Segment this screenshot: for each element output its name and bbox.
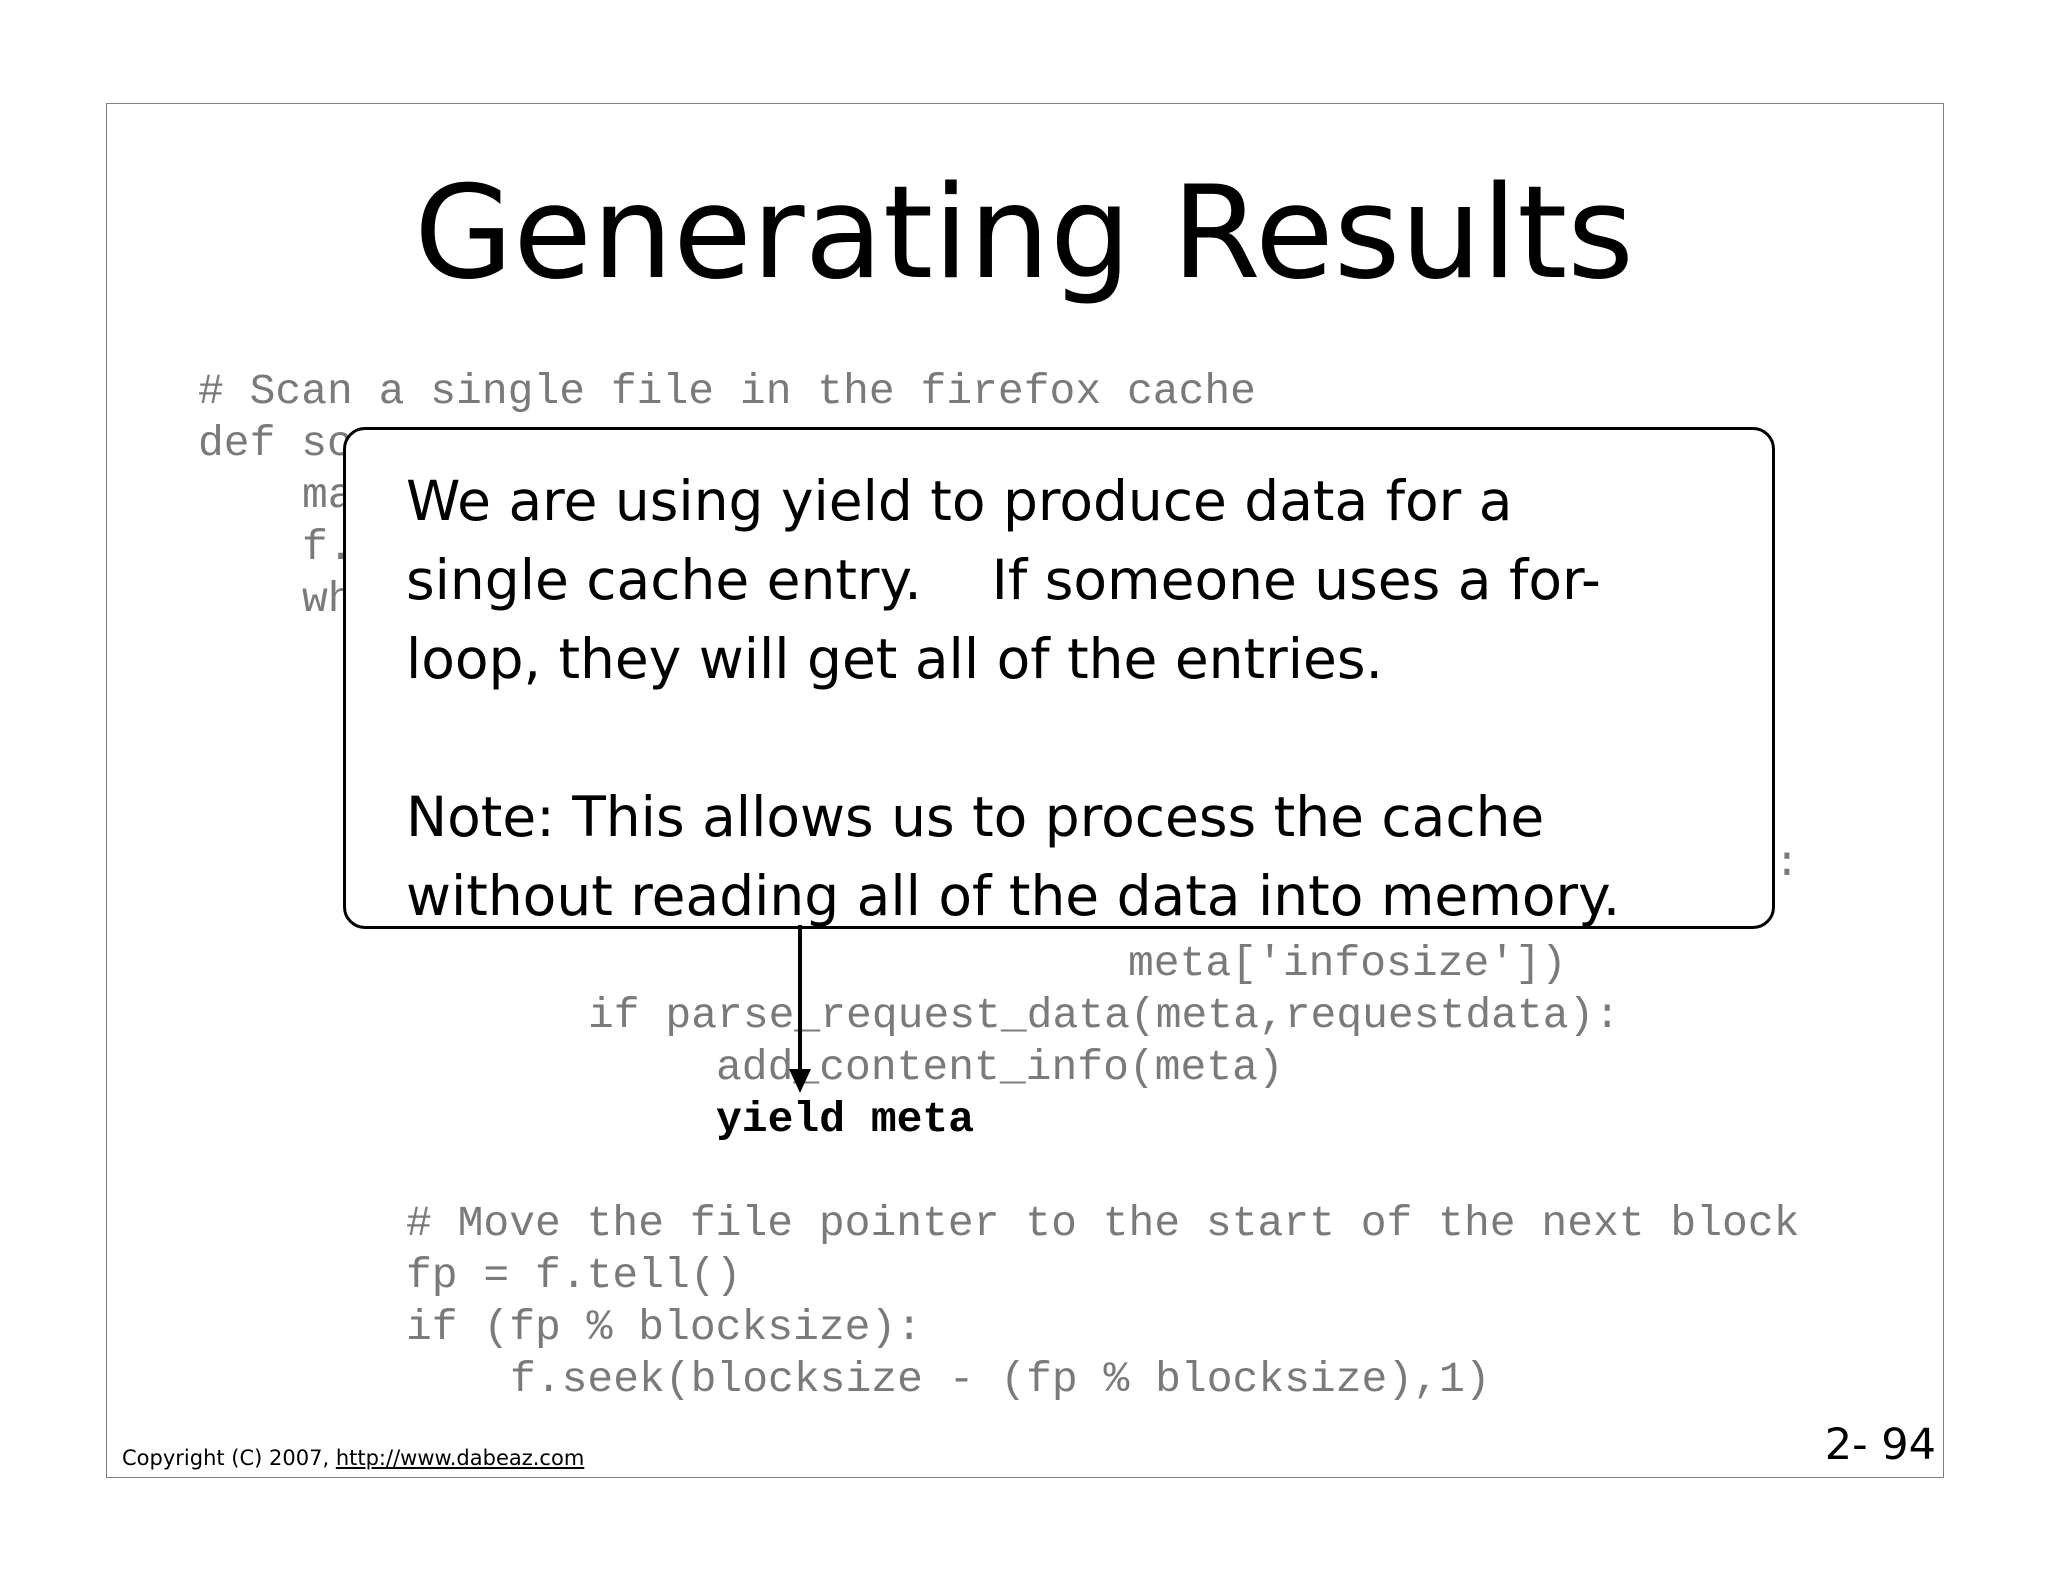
code-line-comment-move: # Move the file pointer to the start of … — [406, 1199, 1800, 1248]
down-arrow-icon — [789, 925, 811, 1093]
copyright-notice: Copyright (C) 2007, http://www.dabeaz.co… — [122, 1446, 584, 1470]
callout-box: We are using yield to produce data for a… — [343, 427, 1775, 929]
code-line-colon: : — [1774, 839, 1800, 888]
code-line-seek: f.seek(blocksize - (fp % blocksize),1) — [510, 1355, 1491, 1404]
code-line-if-fp: if (fp % blocksize): — [406, 1303, 923, 1352]
code-line-add-content: add_content_info(meta) — [716, 1043, 1284, 1092]
code-line-comment-scan: # Scan a single file in the firefox cach… — [198, 367, 1256, 416]
code-line-fp-tell: fp = f.tell() — [406, 1251, 742, 1300]
code-line-if-parse: if parse_request_data(meta,requestdata): — [588, 991, 1621, 1040]
code-line-yield-meta: yield meta — [716, 1095, 975, 1144]
page-number: 2- 94 — [1824, 1420, 1936, 1470]
copyright-text: Copyright (C) 2007, — [122, 1446, 336, 1470]
copyright-link[interactable]: http://www.dabeaz.com — [335, 1446, 585, 1470]
slide-frame — [106, 103, 1944, 1478]
slide-title: Generating Results — [414, 159, 1634, 308]
code-line-infosize: meta['infosize']) — [1128, 939, 1567, 988]
code-line-def: def sc — [198, 419, 353, 468]
callout-text: We are using yield to produce data for a… — [406, 469, 1621, 928]
